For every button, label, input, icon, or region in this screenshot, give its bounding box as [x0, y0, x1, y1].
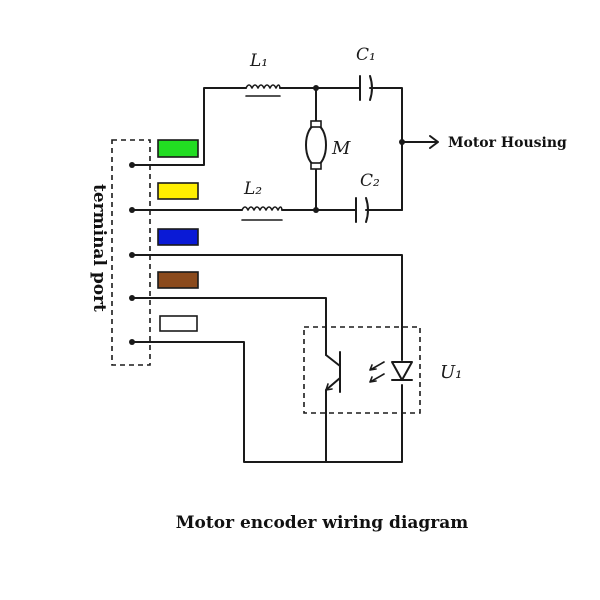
- capacitor-c1-plate-b: [369, 75, 373, 101]
- terminal-block-brown: [157, 271, 199, 289]
- capacitor-c2-label: C₂: [360, 171, 380, 191]
- phototransistor-legs: [325, 354, 341, 391]
- wire-top: [131, 87, 317, 166]
- inductor-l2-label: L₂: [243, 179, 262, 199]
- motor-housing-label: Motor Housing: [448, 135, 567, 151]
- motor-label: M: [331, 138, 351, 159]
- wire-brown: [131, 297, 327, 356]
- diagram-title: Motor encoder wiring diagram: [176, 513, 469, 533]
- terminal-block-blue: [157, 228, 199, 246]
- motor-brush-top: [310, 120, 322, 128]
- node-middle: [313, 207, 319, 213]
- wire-white: [131, 341, 403, 463]
- housing-arrow: [401, 135, 439, 149]
- capacitor-c2-plate-b: [365, 197, 369, 223]
- inductor-l1-label: L₁: [249, 51, 268, 71]
- terminal-block-white: [159, 315, 198, 332]
- phototransistor-emitter-arrow: [325, 383, 333, 391]
- terminal-port-box: [111, 139, 151, 366]
- terminal-block-green: [157, 139, 199, 158]
- inductor-l1: [245, 84, 281, 89]
- motor-brush-bottom: [310, 162, 322, 170]
- optocoupler-box: [303, 326, 421, 414]
- wire-c1: [315, 87, 403, 211]
- led-symbol: [391, 361, 413, 381]
- terminal-port-label: terminal port: [89, 184, 109, 312]
- terminal-block-yellow: [157, 182, 199, 200]
- optocoupler-label: U₁: [440, 362, 462, 383]
- wire-blue: [131, 254, 403, 361]
- inductor-l2: [241, 206, 283, 211]
- motor-symbol: [305, 124, 327, 166]
- capacitor-c1-label: C₁: [356, 45, 376, 65]
- light-arrows-icon: [369, 361, 385, 383]
